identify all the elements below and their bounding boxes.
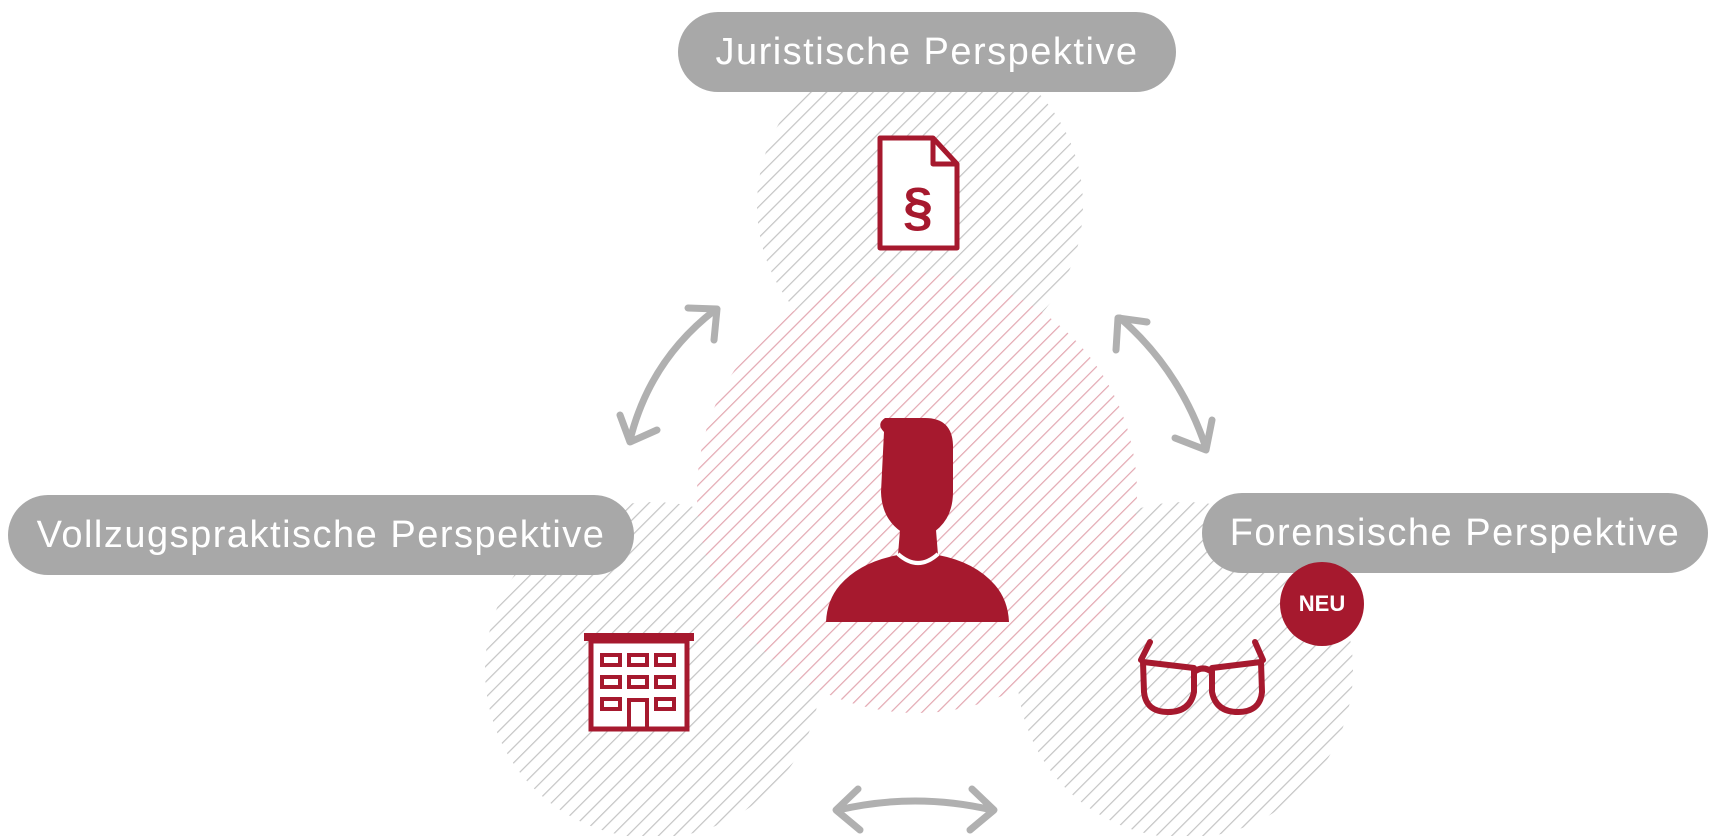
perspective-label-juristisch: Juristische Perspektive (678, 12, 1176, 92)
double-arrow-icon (1112, 314, 1216, 454)
person-icon (826, 418, 1009, 622)
double-arrow-icon (616, 304, 721, 446)
perspective-label-vollzug: Vollzugspraktische Perspektive (8, 495, 634, 575)
building-icon (584, 633, 694, 732)
new-badge: NEU (1280, 562, 1364, 646)
svg-text:§: § (903, 177, 933, 237)
glasses-icon (1138, 639, 1266, 715)
paragraph-document-icon: § (877, 135, 960, 251)
double-arrow-icon (832, 785, 998, 834)
perspective-label-forensisch: Forensische Perspektive (1202, 493, 1708, 573)
